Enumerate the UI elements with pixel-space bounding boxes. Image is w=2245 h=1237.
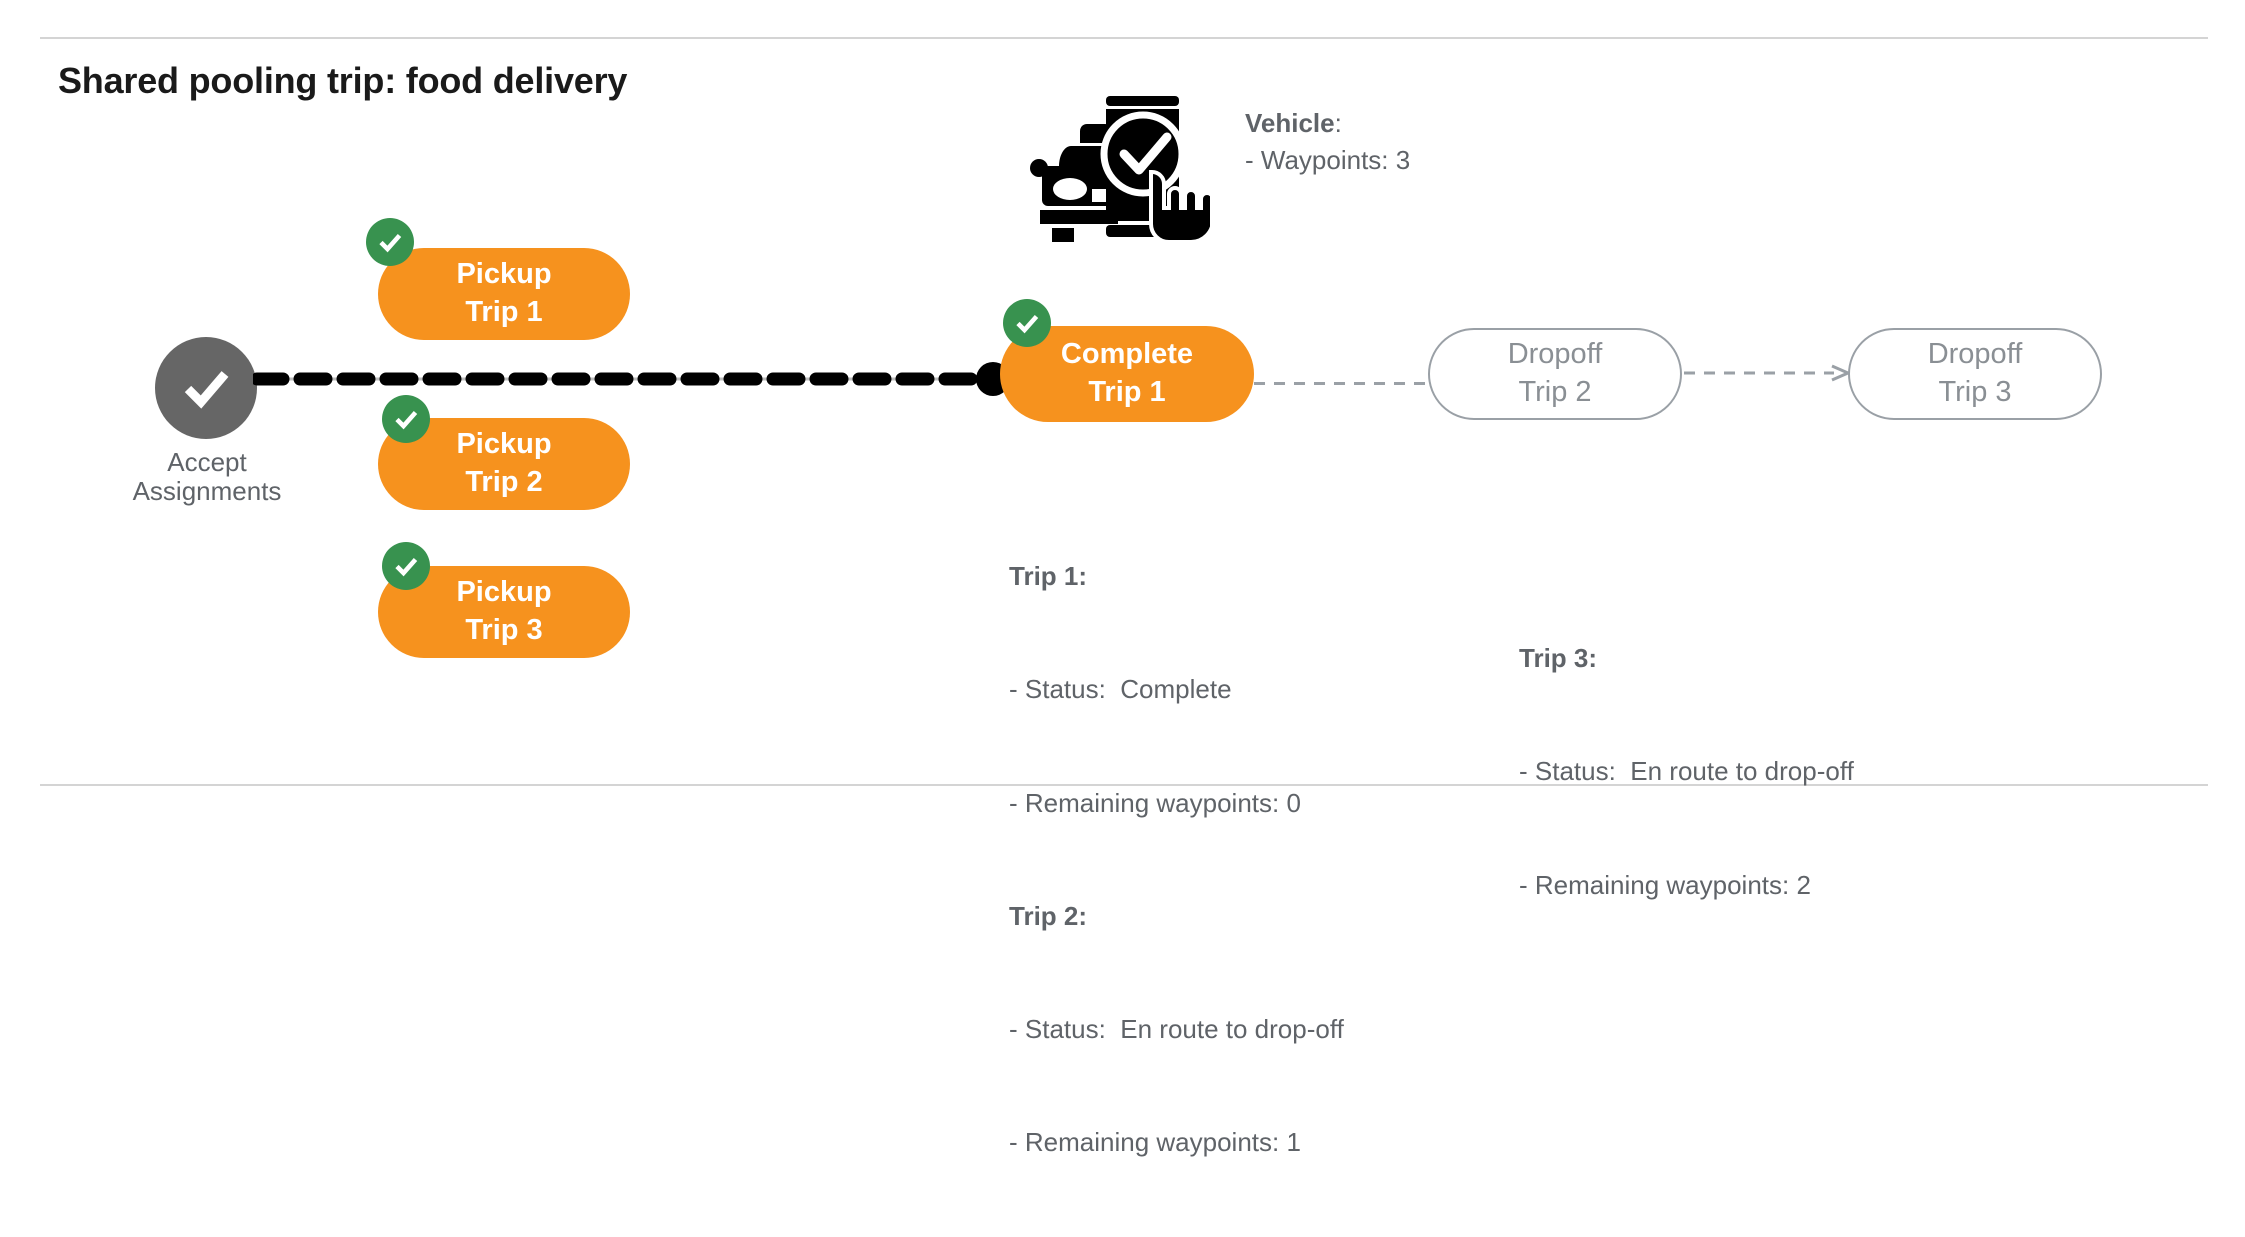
trip2-waypoints: - Remaining waypoints: 1 <box>1009 1126 1301 1157</box>
chip-dropoff-2-line1: Dropoff <box>1507 338 1603 371</box>
trip3-waypoints: - Remaining waypoints: 2 <box>1519 869 1811 900</box>
car-phone-check-icon <box>1030 88 1215 250</box>
chip-pickup-1-line2: Trip 1 <box>465 296 543 328</box>
accept-label-line1: Accept <box>167 447 247 477</box>
trip2-header: Trip 2: <box>1009 900 1088 931</box>
trip-notes-right: Trip 3: - Status: En route to drop-off -… <box>1519 565 1854 980</box>
vehicle-heading-colon: : <box>1334 108 1342 138</box>
chip-dropoff-trip-2[interactable]: Dropoff Trip 2 <box>1428 328 1682 420</box>
chip-complete-line1: Complete <box>1060 338 1194 371</box>
vehicle-heading-text: Vehicle <box>1245 108 1335 138</box>
page-title: Shared pooling trip: food delivery <box>58 60 628 101</box>
check-badge-icon-pickup-2 <box>382 395 430 443</box>
check-badge-icon-pickup-3 <box>382 542 430 590</box>
trip3-status: - Status: En route to drop-off <box>1519 756 1854 787</box>
vehicle-note-heading: Vehicle: <box>1245 105 1410 142</box>
chip-pickup-2-line1: Pickup <box>456 428 552 461</box>
chip-complete-line2: Trip 1 <box>1088 376 1166 408</box>
trip-notes-left: Trip 1: - Status: Complete - Remaining w… <box>1009 483 1344 1237</box>
trip2-status: - Status: En route to drop-off <box>1009 1013 1344 1044</box>
chip-pickup-trip-1[interactable]: Pickup Trip 1 <box>378 248 630 340</box>
diagram-canvas: Shared pooling trip: food delivery Accep… <box>40 37 2208 1157</box>
bottom-divider <box>40 784 2208 786</box>
check-badge-icon-complete <box>1003 299 1051 347</box>
accept-to-complete-connector <box>253 372 993 386</box>
chip-pickup-2-line2: Trip 2 <box>465 466 543 498</box>
chip-dropoff-3-line1: Dropoff <box>1927 338 2023 371</box>
chip-pickup-1-line1: Pickup <box>456 258 552 291</box>
check-circle-icon <box>155 337 257 439</box>
chip-pickup-3-line2: Trip 3 <box>465 614 543 646</box>
chip-dropoff-2-line2: Trip 2 <box>1518 376 1592 408</box>
trip1-status: - Status: Complete <box>1009 674 1232 705</box>
vehicle-waypoints-line: - Waypoints: 3 <box>1245 144 1411 175</box>
chip-complete-trip-1[interactable]: Complete Trip 1 <box>1000 326 1254 422</box>
accept-assignments-label: Accept Assignments <box>92 447 322 507</box>
top-divider <box>40 37 2208 39</box>
dropoff2-to-dropoff3-connector <box>1684 364 1852 382</box>
chip-pickup-trip-3[interactable]: Pickup Trip 3 <box>378 566 630 658</box>
trip1-waypoints: - Remaining waypoints: 0 <box>1009 787 1301 818</box>
chip-dropoff-3-line2: Trip 3 <box>1938 376 2012 408</box>
check-badge-icon-pickup-1 <box>366 218 414 266</box>
vehicle-note: Vehicle: - Waypoints: 3 <box>1245 105 1410 179</box>
trip3-header: Trip 3: <box>1519 643 1598 674</box>
accept-label-line2: Assignments <box>132 476 282 507</box>
chip-pickup-3-line1: Pickup <box>456 576 552 609</box>
accept-assignments-node[interactable] <box>155 337 257 439</box>
complete-to-dropoff2-connector <box>1254 372 1430 385</box>
trip1-header: Trip 1: <box>1009 561 1088 592</box>
chip-dropoff-trip-3[interactable]: Dropoff Trip 3 <box>1848 328 2102 420</box>
